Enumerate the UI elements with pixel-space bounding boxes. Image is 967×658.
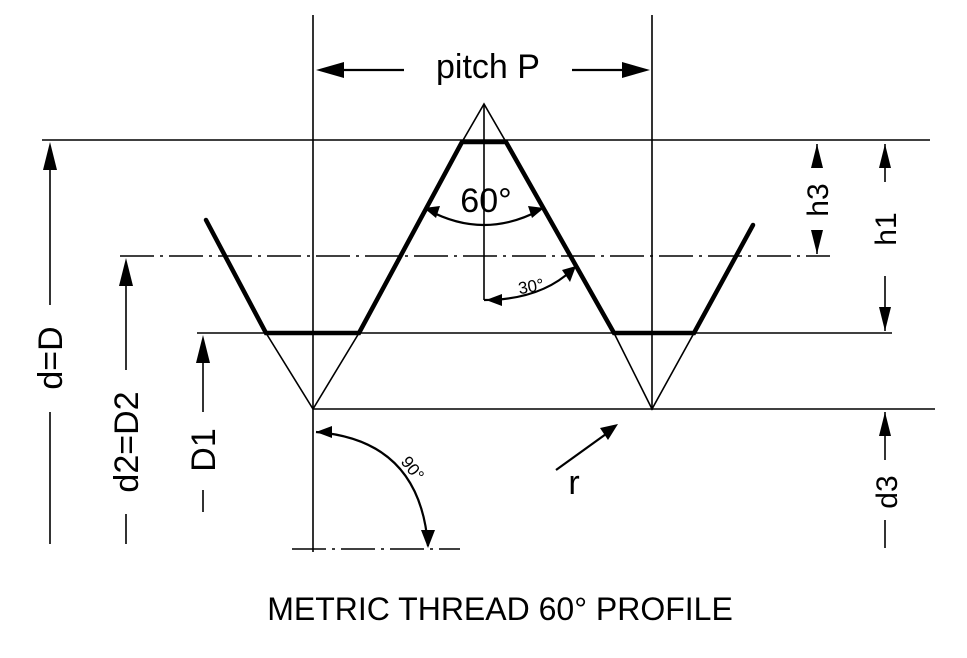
angle-90-arc xyxy=(315,430,430,547)
angle-90-label: 90° xyxy=(397,453,428,485)
minor-diameter-bolt-label: d3 xyxy=(871,475,904,508)
fundamental-triangle-left xyxy=(461,102,507,143)
fundamental-triangle-right xyxy=(613,332,695,411)
angle-60-arc xyxy=(427,209,541,227)
thread-height-h1-label: h1 xyxy=(870,212,903,245)
major-diameter-arrowhead xyxy=(43,142,57,170)
thread-profile xyxy=(203,139,756,336)
pitch-arrowhead-right xyxy=(622,62,650,78)
pitch-diameter-label: d2=D2 xyxy=(108,391,146,492)
fundamental-triangle-profile xyxy=(265,332,360,411)
angle-90-arrowhead-top xyxy=(316,426,332,438)
radius-arrow-line xyxy=(555,433,607,471)
radius-label: r xyxy=(568,464,579,502)
pitch-arrowhead-left xyxy=(316,62,344,78)
angle-30-label: 30° xyxy=(517,275,546,298)
major-diameter-label: d=D xyxy=(32,326,70,389)
angle-60-arrowhead-right xyxy=(528,206,544,218)
minor-diameter-nut-label: D1 xyxy=(185,428,223,471)
pitch-diameter-arrowhead xyxy=(119,258,133,286)
thread-height-h1-arrowhead-top xyxy=(879,144,891,168)
minor-diameter-bolt-arrowhead xyxy=(879,412,891,436)
thread-height-h3-arrowhead-bottom xyxy=(811,230,823,254)
angle-30-arrowhead-left xyxy=(486,294,502,306)
angle-90-arrowhead-bottom xyxy=(421,530,435,548)
radius-arrowhead xyxy=(600,424,618,440)
thread-height-h3-label: h3 xyxy=(802,183,835,216)
angle-60-label: 60° xyxy=(460,182,511,220)
thread-height-h3-arrowhead-top xyxy=(811,144,823,168)
angle-30-arrowhead-right xyxy=(562,266,576,282)
pitch-label: pitch P xyxy=(436,48,540,86)
minor-diameter-nut-arrowhead xyxy=(196,335,210,363)
thread-height-h1-arrowhead-bottom xyxy=(879,307,891,331)
angle-60-arrowhead-left xyxy=(424,206,440,218)
diagram-title: METRIC THREAD 60° PROFILE xyxy=(267,591,733,627)
